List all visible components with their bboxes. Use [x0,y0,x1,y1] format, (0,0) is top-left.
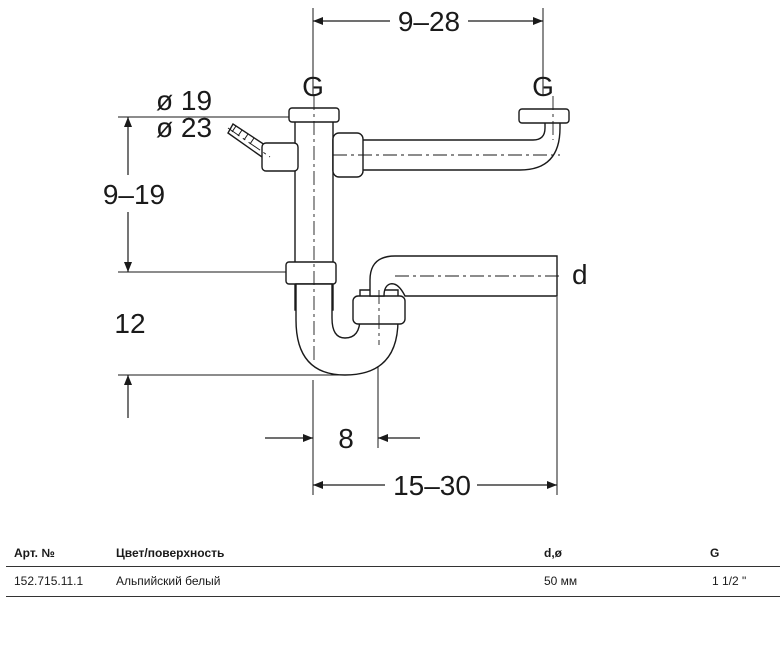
table-bottom-rule [6,596,780,597]
extension-lines [118,8,558,495]
label-bottom-width: 15–30 [393,470,471,501]
label-dia-large: ø 23 [156,112,212,143]
label-top-width: 9–28 [398,6,460,37]
label-dia-small: ø 19 [156,85,212,116]
label-height-lower: 12 [114,308,145,339]
spec-table: Арт. № Цвет/поверхность d,ø G 152.715.11… [0,540,780,597]
center-lines [227,96,560,360]
header-color: Цвет/поверхность [116,546,225,560]
label-g-left: G [302,71,324,102]
dimension-arrows [124,17,557,489]
cell-thread: 1 1/2 " [712,574,747,588]
siphon-body [227,107,570,376]
label-outlet: d [572,259,588,290]
siphon-drawing: 9–28 G G ø 19 ø 23 9–19 12 d 8 15–30 [103,6,588,501]
label-g-right: G [532,71,554,102]
label-height-upper: 9–19 [103,179,165,210]
table-divider [6,566,780,567]
cell-diameter: 50 мм [544,574,578,588]
cell-article: 152.715.11.1 [14,574,84,588]
header-article: Арт. № [14,546,55,560]
header-thread: G [710,546,720,560]
table-row: 152.715.11.1 Альпийский белый 50 мм 1 1/… [0,566,780,592]
header-diameter: d,ø [544,546,562,560]
label-offset: 8 [338,423,354,454]
cell-color: Альпийский белый [116,574,221,588]
table-header-row: Арт. № Цвет/поверхность d,ø G [0,540,780,566]
drawing-labels: 9–28 G G ø 19 ø 23 9–19 12 d 8 15–30 [103,6,588,501]
